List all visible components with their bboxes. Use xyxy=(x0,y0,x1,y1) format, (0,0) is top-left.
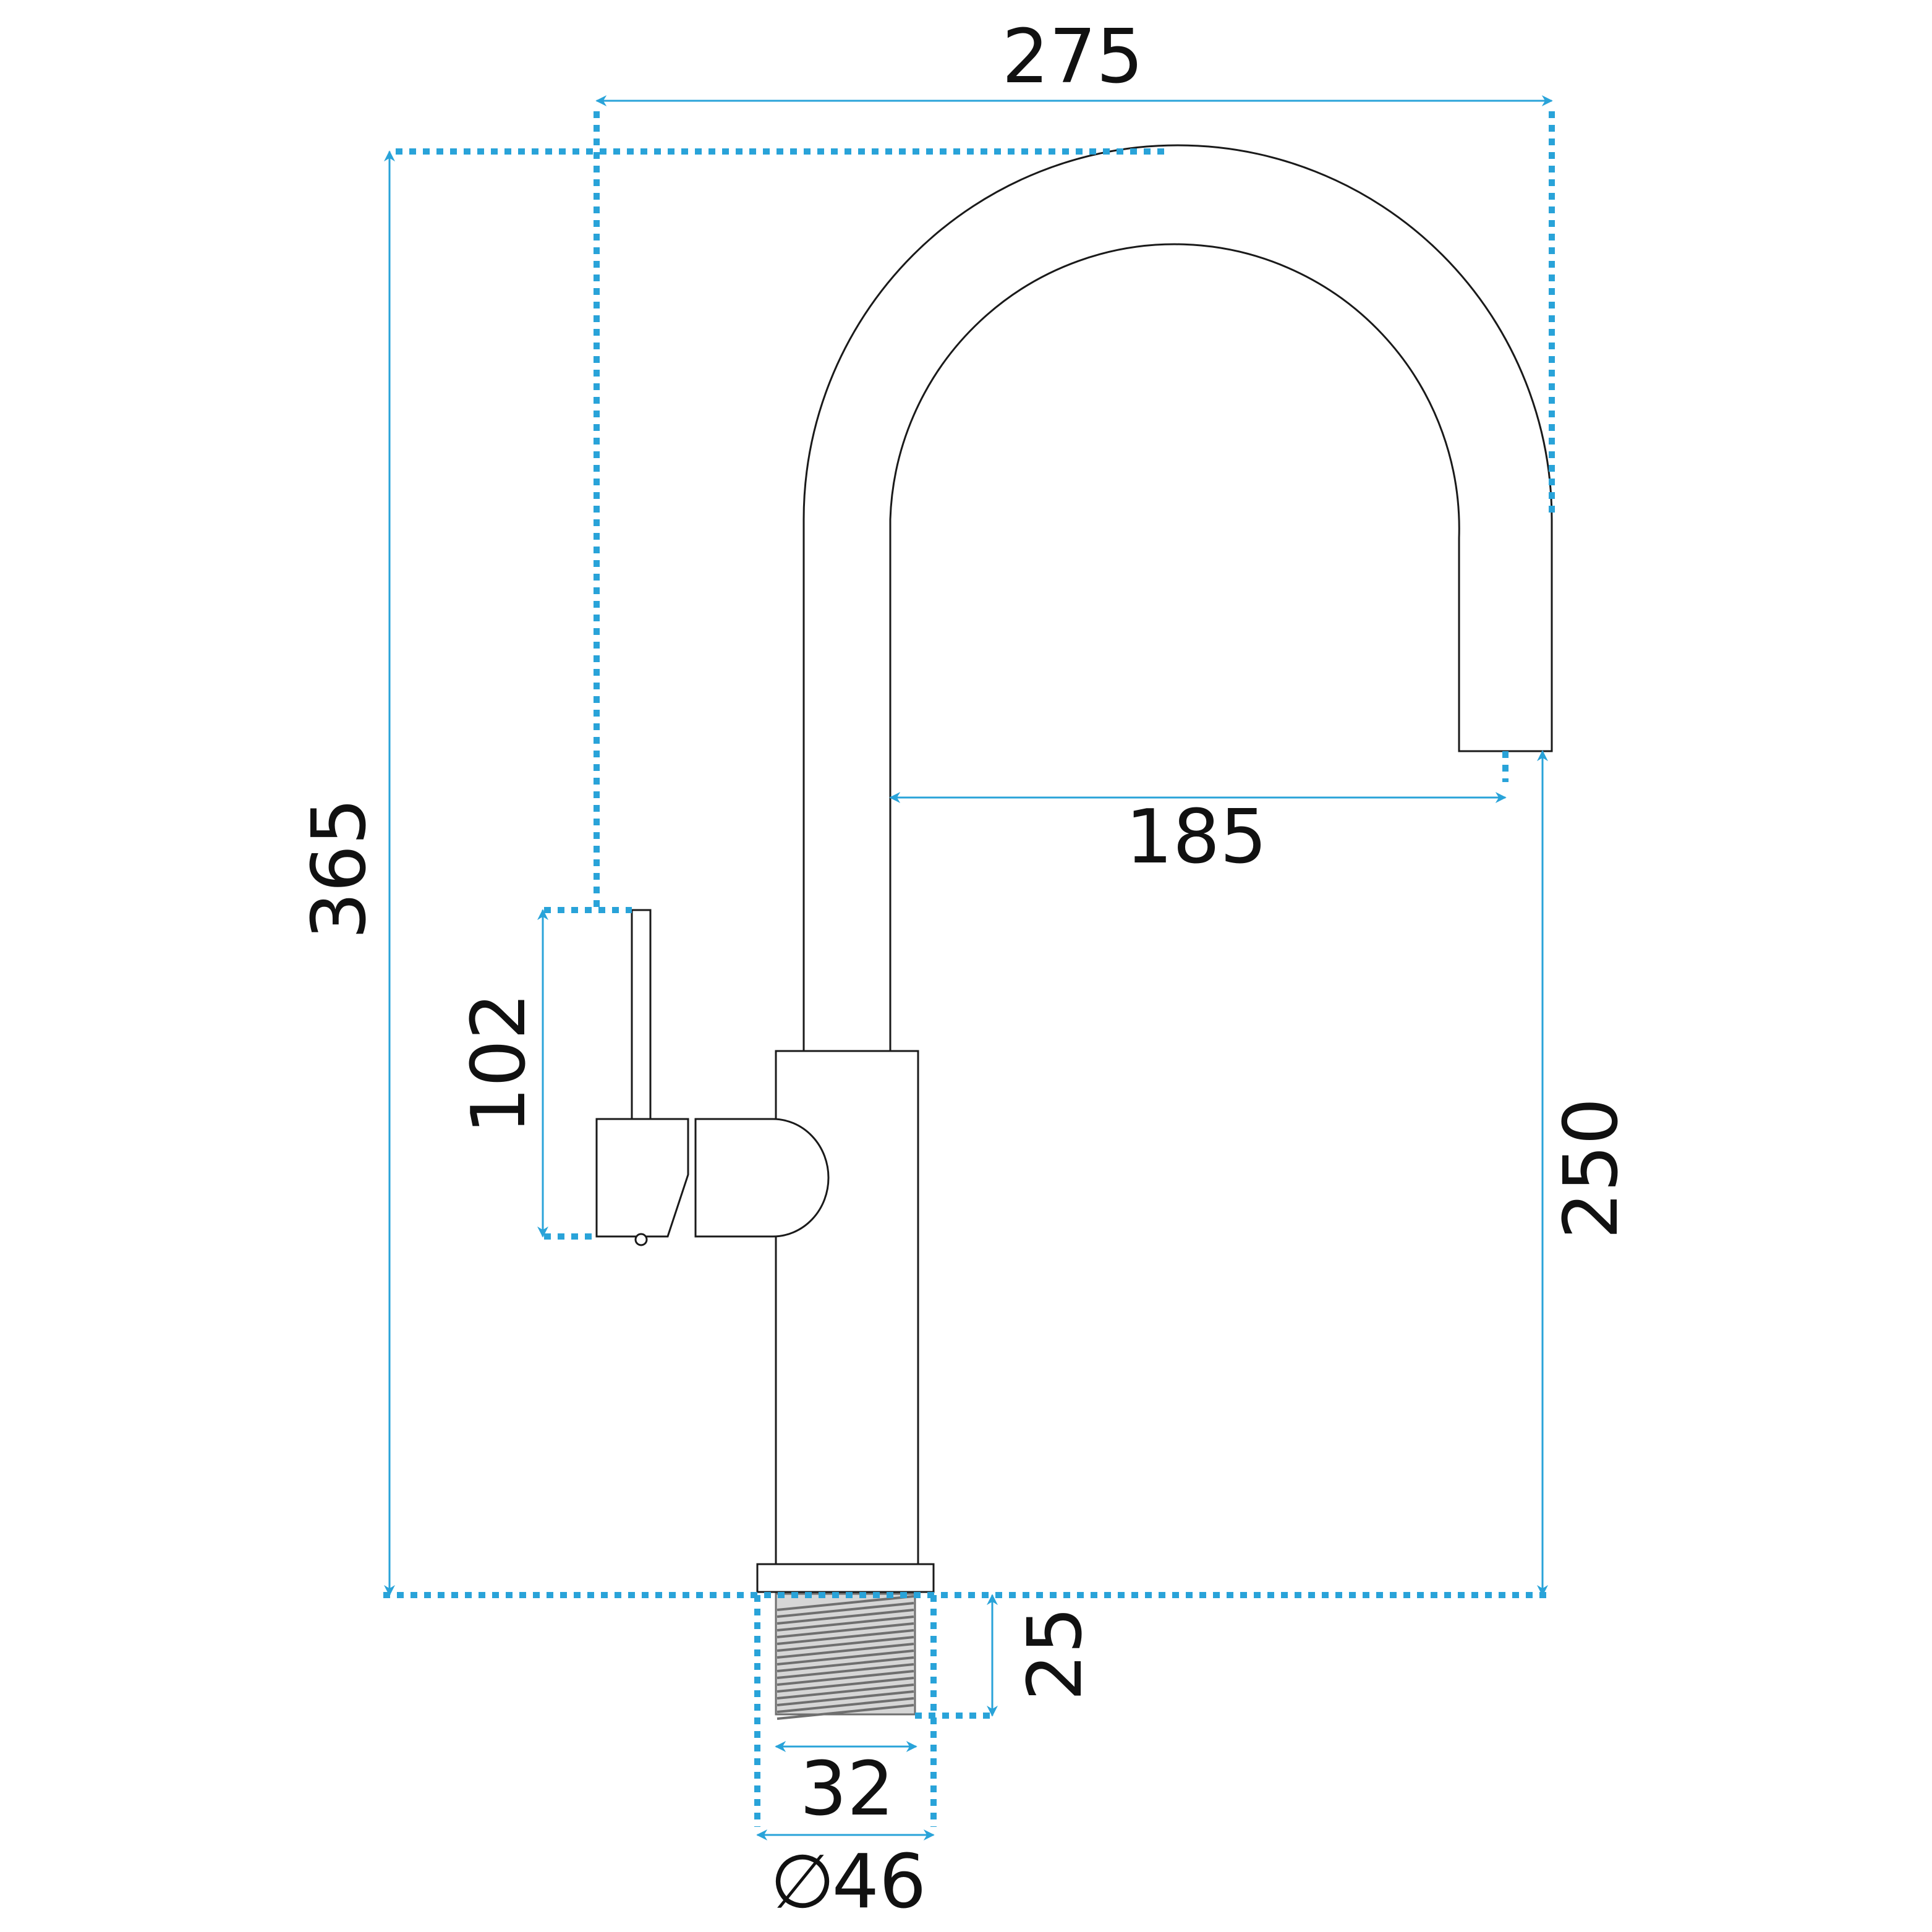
thread-line xyxy=(777,1602,914,1618)
thread-line xyxy=(777,1704,914,1720)
thread-line xyxy=(777,1697,914,1713)
thread-line xyxy=(777,1690,914,1706)
faucet-body xyxy=(595,144,1553,1720)
diameter-symbol: ∅ xyxy=(770,1839,835,1925)
lever-handle xyxy=(595,909,830,1246)
thread-line xyxy=(777,1656,914,1672)
lever-102-label: 102 xyxy=(456,992,542,1134)
thread-line xyxy=(777,1615,914,1632)
diameter-46-label: 46 xyxy=(832,1839,927,1925)
height-250-label: 250 xyxy=(1549,1097,1635,1239)
thread-line xyxy=(777,1636,914,1652)
width-275-label: 275 xyxy=(1002,14,1143,100)
thread-line xyxy=(777,1643,914,1659)
diameter-32-label: 32 xyxy=(800,1747,895,1832)
thread-line xyxy=(777,1629,914,1645)
thread-line xyxy=(777,1622,914,1638)
spout-outline xyxy=(802,144,1553,1052)
base-ring xyxy=(756,1563,935,1593)
thread-line xyxy=(777,1595,914,1611)
thread-line xyxy=(777,1663,914,1679)
extension-lines xyxy=(383,111,1555,1827)
thread-25-label: 25 xyxy=(1013,1607,1099,1701)
height-365-label: 365 xyxy=(297,798,383,939)
thread-line xyxy=(777,1677,914,1693)
threaded-shank xyxy=(775,1593,916,1720)
thread-line xyxy=(777,1670,914,1686)
dimension-arrows xyxy=(384,95,1553,1841)
thread-line xyxy=(777,1683,914,1700)
thread-line xyxy=(777,1609,914,1625)
thread-line xyxy=(777,1649,914,1666)
reach-185-label: 185 xyxy=(1125,794,1267,880)
